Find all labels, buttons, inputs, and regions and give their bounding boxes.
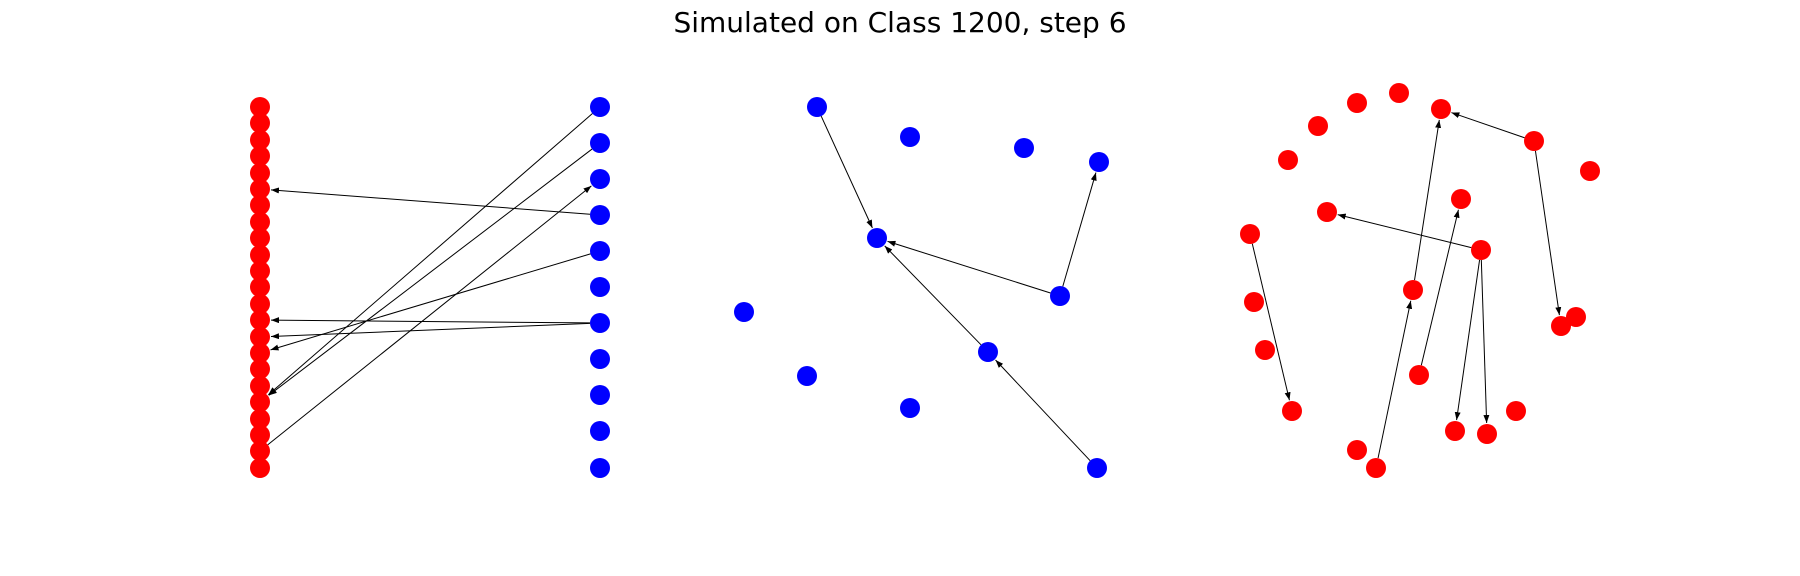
edges-layer [267,112,1562,462]
node-b10 [590,458,610,478]
node-r11 [250,277,270,297]
node-n1 [900,127,920,147]
edge-b6-to-r14 [270,322,591,340]
node-m18 [1506,401,1526,421]
node-m19 [1445,421,1465,441]
node-r20 [250,425,270,445]
node-m2 [1431,99,1451,119]
node-r15 [250,343,270,363]
edge-r21-to-b2 [267,185,592,446]
node-r7 [250,212,270,232]
node-m0 [1389,83,1409,103]
node-r4 [250,163,270,183]
edge-n5-to-n4 [887,240,1051,294]
bipartite-panel-nodes [250,97,610,478]
node-m17 [1282,401,1302,421]
red-graph-panel-nodes [1240,83,1600,478]
node-r2 [250,130,270,150]
node-r0 [250,97,270,117]
node-n5 [1050,286,1070,306]
node-m13 [1566,307,1586,327]
node-r10 [250,261,270,281]
node-n10 [1087,458,1107,478]
node-b3 [590,205,610,225]
edge-m4-to-m14 [1534,150,1562,316]
node-m12 [1244,292,1264,312]
edge-m9-to-m17 [1251,243,1291,401]
edge-b4-to-r15 [270,253,591,351]
edge-m10-to-m19 [1454,259,1481,421]
node-r19 [250,409,270,429]
node-r21 [250,441,270,461]
node-r12 [250,294,270,314]
node-r9 [250,245,270,265]
edge-m10-to-m8 [1337,213,1472,249]
node-r16 [250,359,270,379]
node-r5 [250,179,270,199]
node-m5 [1278,150,1298,170]
node-m4 [1524,131,1544,151]
node-m15 [1255,340,1275,360]
edge-m16-to-m7 [1420,209,1460,366]
figure-title: Simulated on Class 1200, step 6 [673,6,1127,39]
node-b6 [590,313,610,333]
edge-n10-to-n7 [995,359,1091,462]
node-b1 [590,133,610,153]
node-m22 [1366,458,1386,478]
node-m16 [1409,365,1429,385]
edge-n0-to-n4 [820,115,873,229]
node-m1 [1347,93,1367,113]
bipartite-panel-edges [267,113,593,446]
node-n9 [900,398,920,418]
node-b9 [590,421,610,441]
node-n2 [1014,138,1034,158]
nodes-layer [250,83,1600,478]
node-m9 [1240,224,1260,244]
edge-b1-to-r18 [268,148,593,396]
node-r18 [250,392,270,412]
node-m10 [1471,240,1491,260]
blue-graph-panel-edges [820,115,1097,462]
node-r22 [250,458,270,478]
edge-m22-to-m11 [1377,300,1413,459]
node-r6 [250,195,270,215]
edge-m10-to-m20 [1480,259,1490,424]
node-b5 [590,277,610,297]
node-r14 [250,327,270,347]
edge-m11-to-m2 [1414,119,1442,281]
edge-b3-to-r5 [270,187,591,215]
node-n7 [978,342,998,362]
node-r1 [250,113,270,133]
node-m6 [1580,161,1600,181]
node-r17 [250,376,270,396]
node-n6 [734,302,754,322]
edge-n5-to-n3 [1062,172,1097,287]
node-n3 [1089,152,1109,172]
node-b0 [590,97,610,117]
node-m21 [1347,440,1367,460]
node-b2 [590,169,610,189]
node-m20 [1477,424,1497,444]
edge-b0-to-r18 [267,113,593,396]
node-m8 [1317,202,1337,222]
red-graph-panel-edges [1251,112,1562,459]
blue-graph-panel-nodes [734,97,1109,478]
node-r13 [250,310,270,330]
node-n8 [797,366,817,386]
node-m7 [1451,189,1471,209]
node-r3 [250,146,270,166]
node-m11 [1403,280,1423,300]
node-n0 [807,97,827,117]
node-n4 [867,228,887,248]
node-b8 [590,385,610,405]
edge-b6-to-r13 [270,317,591,324]
edge-m4-to-m2 [1451,112,1525,139]
node-b4 [590,241,610,261]
node-b7 [590,349,610,369]
node-m3 [1308,116,1328,136]
node-m14 [1551,316,1571,336]
node-r8 [250,228,270,248]
edge-n7-to-n4 [884,245,982,346]
